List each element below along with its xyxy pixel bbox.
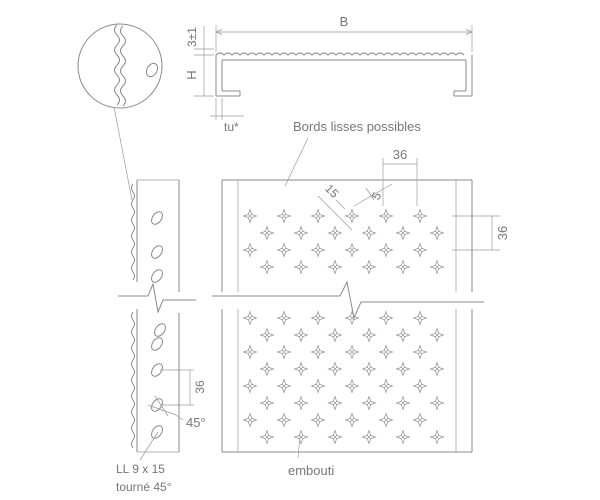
label-width-B: B xyxy=(340,14,349,29)
slot-hole xyxy=(151,363,163,377)
side-wavy-edge-lower xyxy=(131,311,135,449)
label-embossed: embouti xyxy=(288,463,334,478)
label-dim-15: 15 xyxy=(322,181,342,201)
slot-hole xyxy=(151,269,163,283)
detail-leader xyxy=(113,106,133,201)
dimension-line-15 xyxy=(317,195,353,231)
dimension-line-5 xyxy=(353,183,393,207)
label-thickness: 3±1 xyxy=(185,27,199,47)
label-tu: tu* xyxy=(224,120,239,134)
label-angle-45: 45° xyxy=(186,415,206,430)
plan-break-line xyxy=(212,280,484,320)
label-slot-rotation: tourné 45° xyxy=(116,480,172,494)
slot-hole xyxy=(151,245,163,259)
section-profile: B 3±1 H tu* xyxy=(184,14,473,134)
slot-hole xyxy=(154,323,166,337)
profile-top-wave xyxy=(215,52,465,56)
slot-leader xyxy=(139,431,159,461)
label-top-pitch: 36 xyxy=(393,147,407,162)
label-right-pitch: 36 xyxy=(495,226,510,240)
slot-hole xyxy=(151,398,163,412)
detail-circle xyxy=(77,23,163,201)
detail-wavy-edge xyxy=(114,24,120,106)
side-view: 36 45° xyxy=(118,179,207,461)
label-dim-5: 5 xyxy=(369,189,385,202)
slot-hole xyxy=(151,337,163,351)
side-break-line xyxy=(118,282,196,314)
plan-view xyxy=(212,179,484,453)
side-wavy-edge-upper xyxy=(131,183,135,281)
label-side-pitch: 36 xyxy=(193,380,207,394)
label-smooth-edges: Bords lisses possibles xyxy=(293,119,421,134)
label-slot-size: LL 9 x 15 xyxy=(116,462,165,476)
slot-hole xyxy=(151,425,163,439)
detail-slot-hole xyxy=(145,62,159,78)
embossed-leader xyxy=(297,435,301,459)
smooth-edges-leader xyxy=(284,137,309,187)
slot-hole xyxy=(151,211,163,225)
label-height-H: H xyxy=(184,70,199,79)
